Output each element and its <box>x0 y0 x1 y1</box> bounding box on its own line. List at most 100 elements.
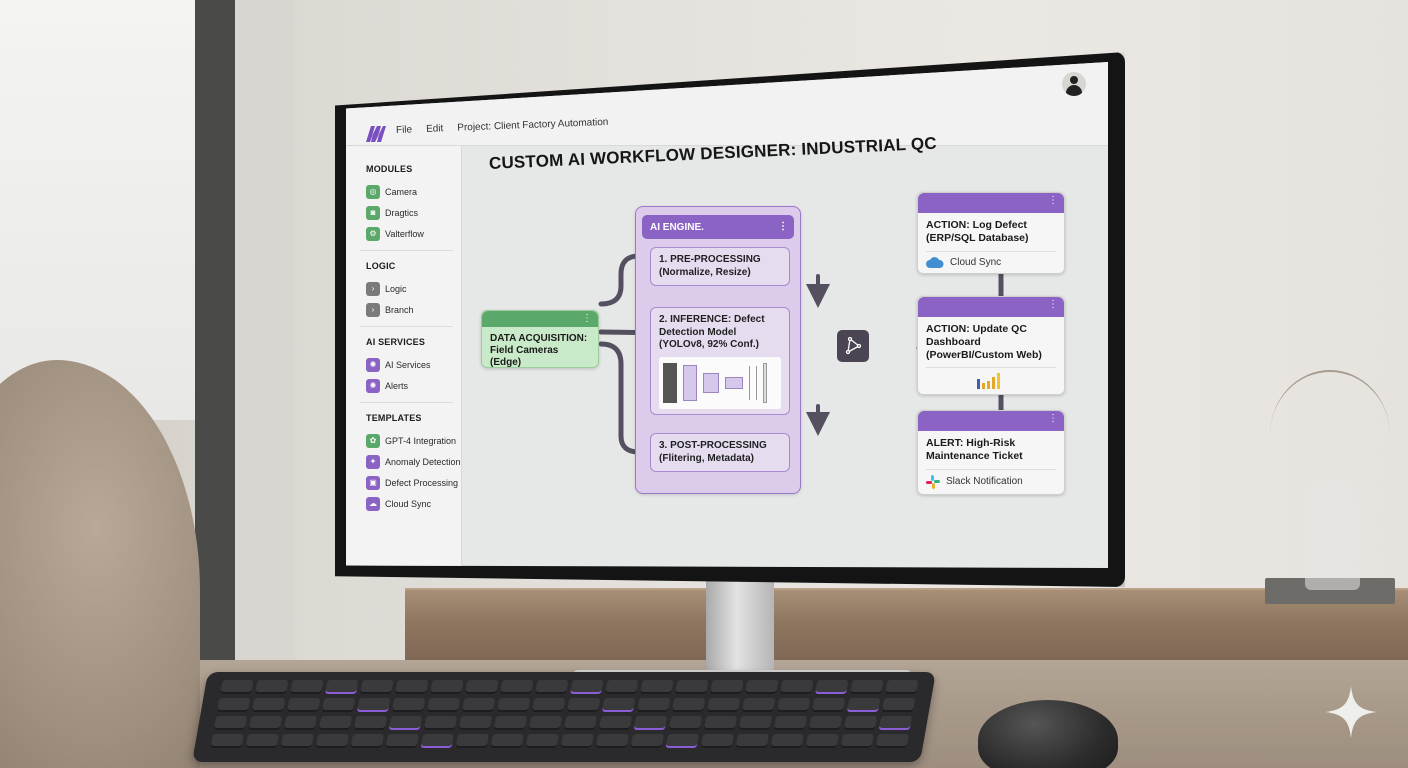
alert-icon: ✺ <box>366 378 380 393</box>
keyboard-key <box>420 734 455 748</box>
keyboard-key <box>570 680 604 694</box>
keyboard-key <box>850 680 884 694</box>
section-title-templates: TEMPLATES <box>366 413 422 423</box>
mouse[interactable] <box>978 700 1118 768</box>
workflow-canvas[interactable]: CUSTOM AI WORKFLOW DESIGNER: INDUSTRIAL … <box>463 134 1108 568</box>
keyboard-key <box>255 680 289 694</box>
keyboard-key <box>671 698 706 712</box>
data-acquisition-node[interactable]: ⋮ DATA ACQUISITION: Field Cameras (Edge) <box>481 310 599 368</box>
dried-plant <box>1270 370 1390 500</box>
menu-edit[interactable]: Edit <box>425 123 444 135</box>
keyboard-key <box>738 716 773 730</box>
keyboard-key <box>245 734 280 748</box>
sidebar-item-alerts[interactable]: ✺Alerts <box>366 375 461 396</box>
chevron-right-icon: › <box>366 281 380 296</box>
keyboard-key <box>496 698 531 712</box>
keyboard-key <box>735 734 770 748</box>
cloud-icon <box>926 256 944 268</box>
node-header: ⋮ <box>918 193 1064 213</box>
keyboard-key <box>780 680 814 694</box>
keyboard-key <box>426 698 461 712</box>
step-inference[interactable]: 2. INFERENCE: Defect Detection Model (YO… <box>650 307 790 415</box>
keyboard-key <box>531 698 566 712</box>
cnn-architecture-diagram <box>659 356 781 409</box>
keyboard-key <box>605 680 639 694</box>
keyboard-key <box>318 716 353 730</box>
keyboard-key <box>251 698 286 712</box>
user-avatar-icon[interactable] <box>1062 72 1086 96</box>
keyboard-key <box>636 698 671 712</box>
step-pre-processing[interactable]: 1. PRE-PROCESSING (Normalize, Resize) <box>650 247 790 286</box>
sidebar-item-cloud-sync[interactable]: ☁Cloud Sync <box>366 493 461 514</box>
more-options-icon[interactable]: ⋮ <box>778 221 788 232</box>
keyboard-key <box>353 716 388 730</box>
keyboard-key <box>395 680 429 694</box>
sidebar-item-branch[interactable]: ›Branch <box>366 299 461 320</box>
keyboard-key <box>776 698 811 712</box>
anomaly-icon: ✦ <box>366 454 380 469</box>
action-log-defect-node[interactable]: ⋮ ACTION: Log Defect (ERP/SQL Database) … <box>917 192 1065 274</box>
more-options-icon[interactable]: ⋮ <box>1048 413 1058 424</box>
ai-engine-node[interactable]: AI ENGINE. ⋮ 1. PRE-PROCESSING (Normaliz… <box>635 206 801 494</box>
keyboard-key <box>741 698 776 712</box>
keyboard-key <box>703 716 738 730</box>
step-post-processing[interactable]: 3. POST-PROCESSING (Flitering, Metadata) <box>650 433 790 472</box>
keyboard-key <box>525 734 560 748</box>
keyboard-key <box>563 716 598 730</box>
more-options-icon[interactable]: ⋮ <box>582 313 592 324</box>
more-options-icon[interactable]: ⋮ <box>1048 299 1058 310</box>
cloud-icon: ☁ <box>366 496 380 511</box>
keyboard-key <box>248 716 283 730</box>
keyboard-key <box>840 734 875 748</box>
keyboard-key <box>566 698 601 712</box>
branch-split-icon <box>845 337 862 355</box>
keyboard-key <box>885 680 919 694</box>
keyboard-key <box>878 716 913 730</box>
app-header: File Edit Project: Client Factory Automa… <box>346 62 1108 146</box>
window-frame <box>195 0 235 660</box>
action-update-dashboard-node[interactable]: ⋮ ACTION: Update QC Dashboard (PowerBI/C… <box>917 296 1065 396</box>
sidebar-item-dragtics[interactable]: ◙Dragtics <box>366 202 461 223</box>
ai-engine-header: AI ENGINE. ⋮ <box>642 215 794 239</box>
keyboard-key <box>846 698 881 712</box>
sidebar-item-anomaly-detection[interactable]: ✦Anomaly Detection <box>366 451 461 472</box>
ai-brain-icon: ✺ <box>366 357 380 372</box>
sidebar-item-defect-processing[interactable]: ▣Defect Processing <box>366 472 461 493</box>
chevron-right-icon: › <box>366 302 380 317</box>
keyboard-key <box>633 716 668 730</box>
wall <box>235 0 295 660</box>
section-title-modules: MODULES <box>366 164 413 174</box>
app-logo-icon[interactable] <box>366 126 386 142</box>
keyboard-key <box>356 698 391 712</box>
section-title-ai-services: AI SERVICES <box>366 337 426 347</box>
monitor-stand <box>706 580 774 680</box>
sidebar-item-gpt4-integration[interactable]: ✿GPT-4 Integration <box>366 430 461 451</box>
keyboard-key <box>601 698 636 712</box>
keyboard-key <box>843 716 878 730</box>
keyboard-key <box>220 680 254 694</box>
keyboard-key <box>630 734 665 748</box>
defect-icon: ▣ <box>366 475 380 490</box>
keyboard[interactable] <box>192 672 936 762</box>
keyboard-key <box>315 734 350 748</box>
project-name: Project: Client Factory Automation <box>457 116 609 134</box>
keyboard-key <box>321 698 356 712</box>
alert-maintenance-ticket-node[interactable]: ⋮ ALERT: High-Risk Maintenance Ticket Sl… <box>917 410 1065 495</box>
menu-bar: File Edit Project: Client Factory Automa… <box>396 117 609 136</box>
keyboard-key <box>350 734 385 748</box>
sidebar-item-logic[interactable]: ›Logic <box>366 278 461 299</box>
keyboard-key <box>805 734 840 748</box>
sidebar-item-valterflow[interactable]: ⚙Valterflow <box>366 223 461 244</box>
divider <box>360 326 453 327</box>
sidebar-item-camera[interactable]: ◎Camera <box>366 181 461 202</box>
menu-file[interactable]: File <box>395 124 413 136</box>
keyboard-key <box>430 680 464 694</box>
more-options-icon[interactable]: ⋮ <box>1048 195 1058 206</box>
sidebar-item-ai-services[interactable]: ✺AI Services <box>366 354 461 375</box>
wooden-shelf <box>405 590 1408 665</box>
keyboard-key <box>706 698 741 712</box>
keyboard-key <box>493 716 528 730</box>
router-node[interactable] <box>837 330 869 362</box>
keyboard-key <box>423 716 458 730</box>
keyboard-key <box>875 734 910 748</box>
